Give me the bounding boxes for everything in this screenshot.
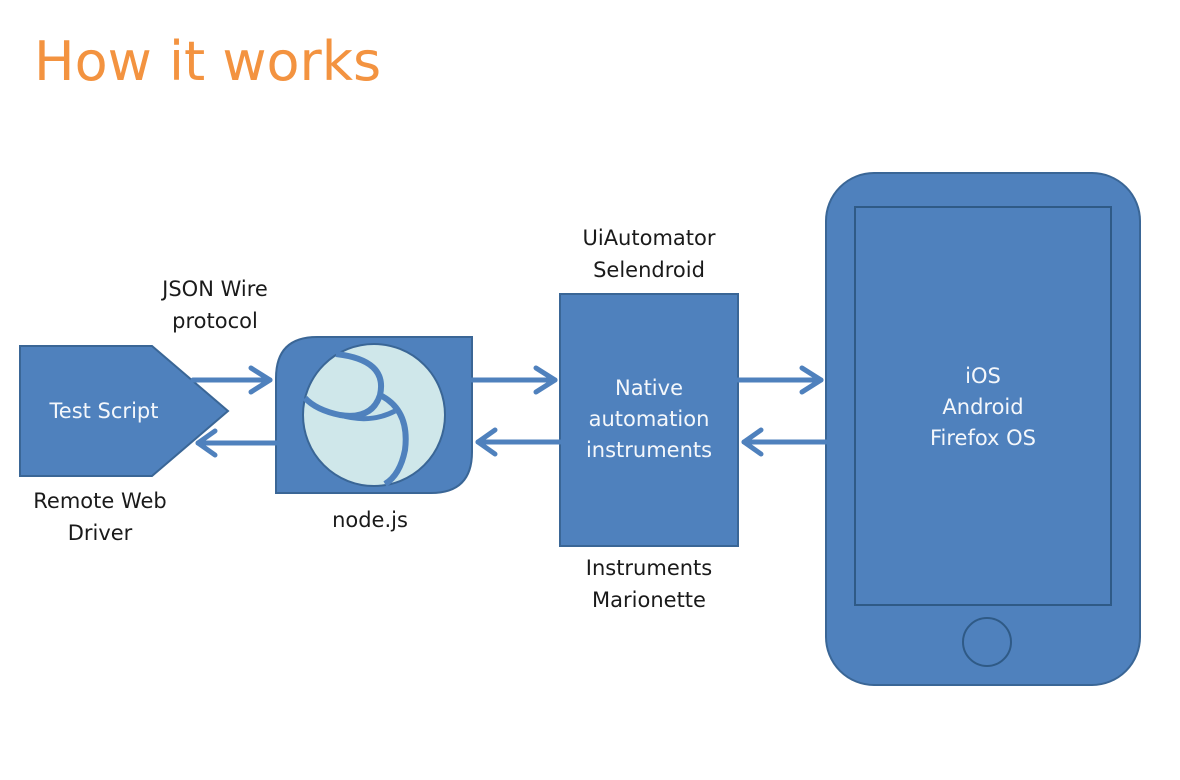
device-os-label: iOS Android Firefox OS — [855, 361, 1111, 454]
native-caption-bottom-line: Instruments — [585, 556, 713, 580]
native-caption-bottom-line: Marionette — [592, 588, 706, 612]
native-label-line: automation — [588, 407, 710, 431]
test-script-caption-line: Driver — [67, 521, 133, 545]
test-script-shape — [19, 345, 230, 477]
native-caption-top-line: Selendroid — [593, 258, 705, 282]
device-os-line: Android — [942, 395, 1024, 419]
slide-title: How it works — [34, 30, 382, 93]
device-os-line: iOS — [965, 364, 1001, 388]
arrow-node-to-test — [195, 428, 279, 458]
nodejs-caption: node.js — [332, 508, 408, 532]
native-automation-shape — [559, 293, 739, 547]
native-caption-top-line: UiAutomator — [582, 226, 716, 250]
test-script-caption-line: Remote Web — [33, 489, 167, 513]
test-script-label: Test Script — [49, 399, 159, 423]
protocol-label-line: protocol — [172, 309, 258, 333]
arrow-node-to-native — [469, 365, 558, 395]
native-label-line: instruments — [585, 438, 713, 462]
nodejs-logo-icon — [302, 343, 446, 487]
arrow-native-to-device — [735, 365, 824, 395]
test-script-caption: Remote Web Driver — [0, 485, 200, 549]
arrow-native-to-node — [475, 427, 563, 457]
arrow-test-to-node — [190, 365, 273, 395]
native-caption-bottom: Instruments Marionette — [549, 552, 749, 616]
native-caption-top: UiAutomator Selendroid — [549, 222, 749, 286]
home-button-icon — [962, 617, 1012, 667]
arrow-device-to-native — [741, 427, 829, 457]
native-automation-label: Native automation instruments — [560, 373, 738, 466]
protocol-label: JSON Wire protocol — [130, 273, 300, 337]
smartphone-icon — [825, 172, 1141, 686]
protocol-label-line: JSON Wire — [162, 277, 268, 301]
device-os-line: Firefox OS — [929, 426, 1037, 450]
native-label-line: Native — [615, 376, 683, 400]
